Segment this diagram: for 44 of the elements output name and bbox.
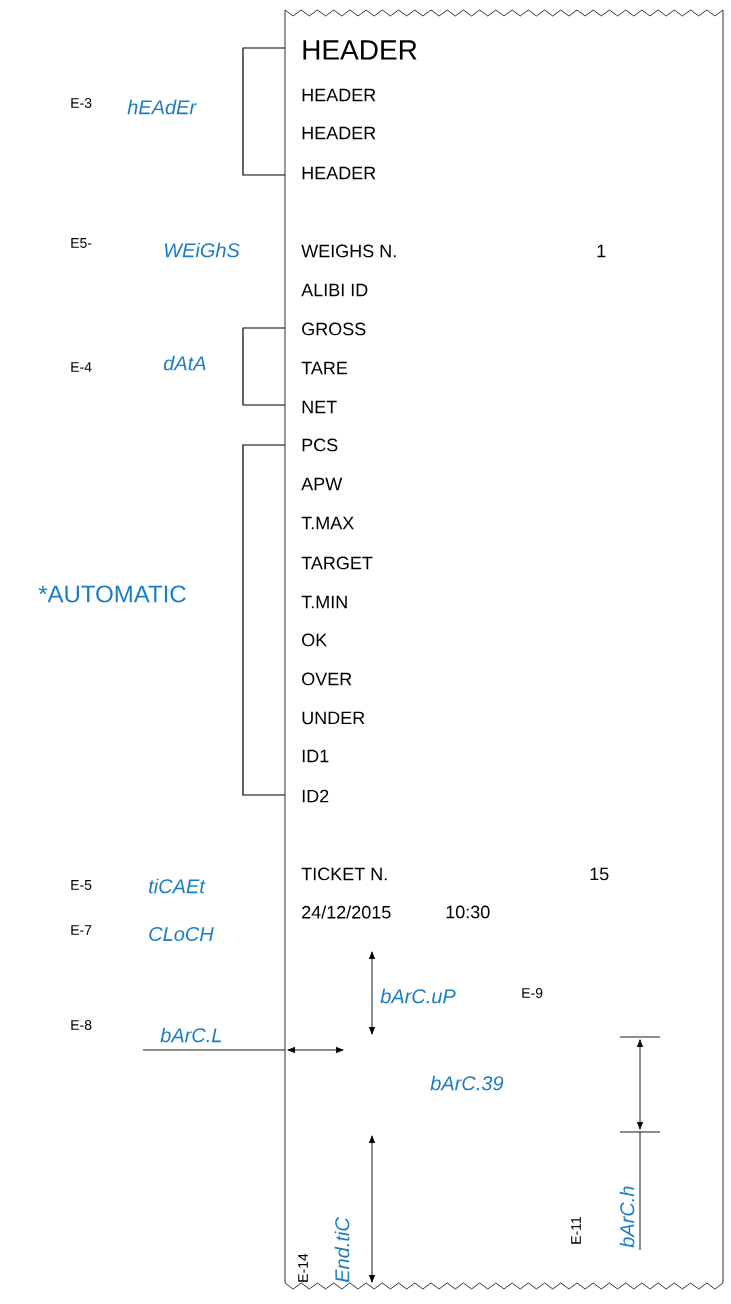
callout-code: E-3 [71,98,92,108]
callout-code: E-4 [71,362,92,372]
receipt-text: T.MIN [301,595,347,609]
receipt-text: 10:30 [446,905,490,919]
display-code: bArC.h [619,1186,635,1248]
receipt-text: TARGET [301,556,373,570]
display-code: bArC.39 [430,1075,504,1091]
display-code: dAtA [163,355,206,371]
receipt-text: OK [302,633,327,647]
callout-code: E-14 [298,1253,308,1282]
receipt-text: T.MAX [301,516,354,530]
display-code: hEAdEr [127,99,197,115]
group-label: *AUTOMATIC [38,585,186,603]
callout-code: E5- [71,238,92,248]
display-code: WEiGhS [164,242,240,258]
receipt-text: HEADER [303,40,417,60]
callout-code: E-11 [571,1216,581,1244]
display-code: bArC.uP [380,988,456,1004]
display-code: bArC.L [160,1027,222,1043]
callout-code: E-5 [71,880,92,890]
receipt-text: NET [302,400,337,414]
callout-code: E-9 [522,988,543,998]
callout-code: E-7 [71,925,92,935]
receipt-text: TARE [301,361,348,375]
receipt-text: HEADER [302,88,376,102]
receipt-text: ID2 [302,789,329,803]
receipt-text: PCS [302,438,338,452]
receipt-text: GROSS [302,322,366,336]
receipt-text: 1 [597,244,606,258]
receipt-text: UNDER [302,711,365,725]
receipt-text: ID1 [302,749,329,763]
display-code: tiCAEt [149,878,206,894]
callout-code: E-8 [71,1020,92,1030]
receipt-text: WEIGHS N. [301,244,396,258]
display-code: CLoCH [149,926,214,942]
receipt-text: OVER [302,672,352,686]
display-code: End.tiC [334,1217,350,1283]
receipt-text: ALIBI ID [301,283,368,297]
receipt-text: APW [301,477,343,491]
receipt-text: HEADER [302,126,376,140]
receipt-text: 24/12/2015 [302,905,391,919]
receipt-text: TICKET N. [301,867,387,881]
receipt-text: 15 [590,867,609,881]
receipt-text: HEADER [302,166,376,180]
